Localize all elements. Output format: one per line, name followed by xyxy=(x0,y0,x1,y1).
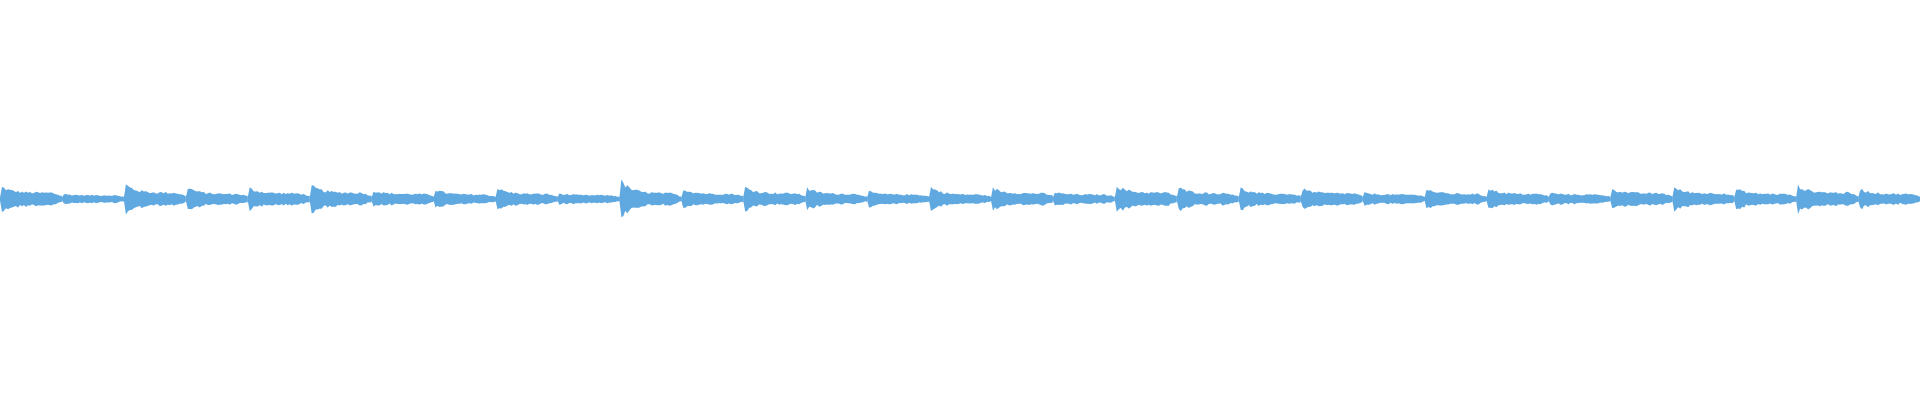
waveform-segment xyxy=(1610,189,1673,209)
waveform-segment xyxy=(1734,189,1797,210)
waveform-segment xyxy=(1114,186,1177,212)
waveform-segment xyxy=(185,188,248,210)
waveform-segment xyxy=(991,187,1053,211)
waveform-segment xyxy=(247,187,310,212)
waveform-segment xyxy=(1858,188,1920,210)
waveform-segment xyxy=(371,191,434,207)
waveform-segment xyxy=(681,190,744,208)
waveform-segments xyxy=(0,179,1920,218)
waveform-segment xyxy=(0,186,62,213)
waveform-segment xyxy=(557,193,620,205)
waveform-segment xyxy=(1238,187,1301,211)
waveform-segment xyxy=(929,186,991,211)
waveform-segment xyxy=(743,186,806,212)
waveform-segment xyxy=(495,188,558,210)
waveform-segment xyxy=(867,190,929,208)
waveform-segment xyxy=(1424,189,1487,209)
waveform-segment xyxy=(1672,187,1735,212)
waveform-segment xyxy=(61,194,124,204)
waveform-segment xyxy=(123,184,186,215)
waveform-segment xyxy=(805,187,868,211)
waveform-segment xyxy=(309,185,372,214)
waveform-segment xyxy=(1486,189,1549,209)
waveform-segment xyxy=(1300,188,1363,209)
waveform-segment xyxy=(1548,192,1611,206)
waveform-segment xyxy=(619,179,682,218)
waveform-segment xyxy=(1796,184,1859,215)
waveform-segment xyxy=(1176,187,1239,211)
waveform-segment xyxy=(433,190,496,208)
waveform-segment xyxy=(1362,192,1425,206)
waveform-segment xyxy=(1052,192,1115,206)
